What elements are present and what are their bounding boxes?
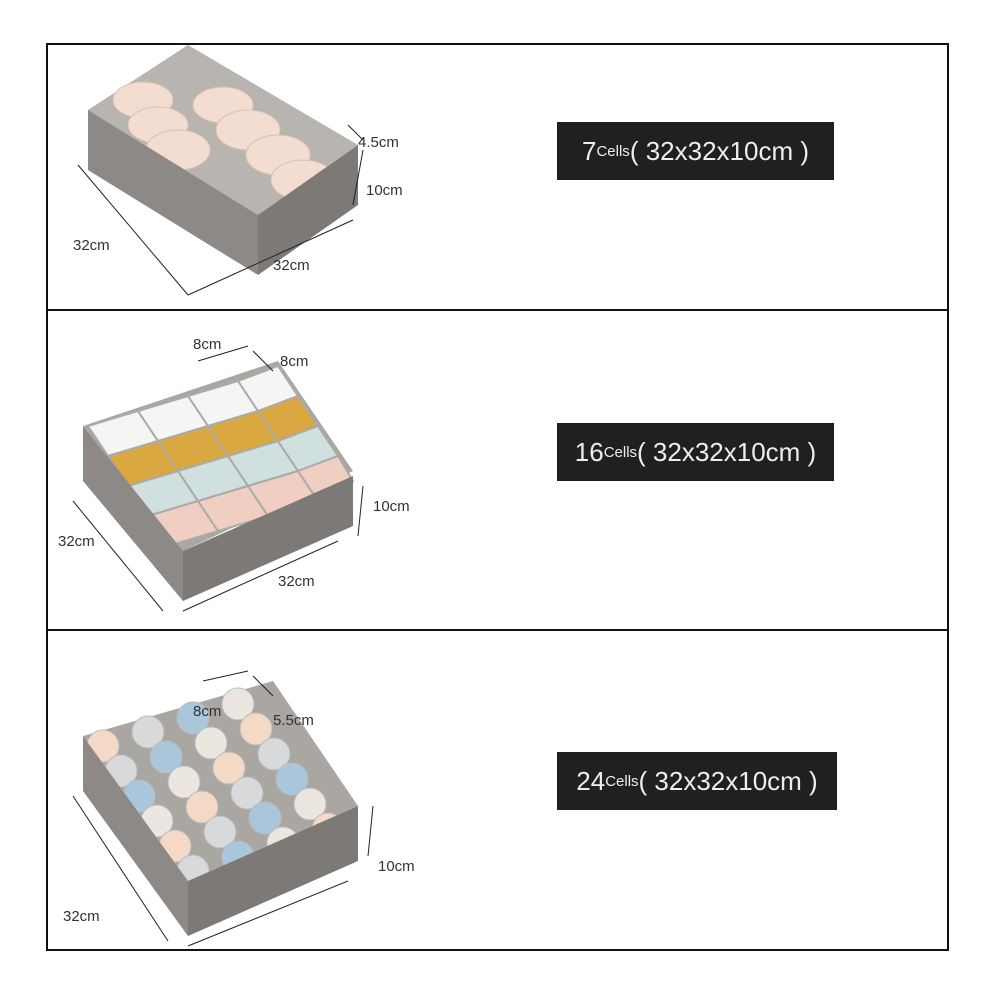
rolled-item	[248, 801, 282, 835]
dim-cell-depth: 8cm	[280, 353, 308, 370]
dim-cell-depth: 5.5cm	[273, 712, 314, 729]
rolled-item	[176, 701, 210, 735]
dim-width: 32cm	[273, 257, 310, 274]
dim-depth: 32cm	[63, 908, 100, 925]
cell-count: 16	[574, 436, 604, 467]
dim-cell: 4.5cm	[358, 134, 399, 151]
rolled-item	[239, 712, 273, 746]
rolled-item	[275, 762, 309, 796]
dim-cell-width: 8cm	[193, 336, 221, 353]
rolled-item	[203, 815, 237, 849]
organizer-16-cells-image: 32cm 32cm 10cm 8cm 8cm	[58, 336, 410, 612]
cell-unit: Cells	[596, 142, 630, 160]
size-text: ( 32x32x10cm )	[637, 436, 817, 467]
rolled-item	[149, 740, 183, 774]
divider	[48, 629, 947, 631]
rolled-items	[86, 687, 345, 888]
divider	[48, 309, 947, 311]
dim-width: 32cm	[293, 948, 330, 951]
rolled-item	[167, 765, 201, 799]
dim-height: 10cm	[378, 858, 415, 875]
dim-height: 10cm	[366, 182, 403, 199]
organizer-7-cells-image: 32cm 32cm 10cm 4.5cm	[73, 45, 403, 296]
rolled-item	[257, 737, 291, 771]
rolled-item	[293, 787, 327, 821]
rolled-item	[221, 687, 255, 721]
dim-height: 10cm	[373, 498, 410, 515]
dim-width: 32cm	[278, 573, 315, 590]
cell-unit: Cells	[605, 772, 639, 790]
rolled-item	[230, 776, 264, 810]
dim-cell-width: 8cm	[193, 703, 221, 720]
dim-depth: 32cm	[73, 237, 110, 254]
dim-depth: 32cm	[58, 533, 95, 550]
rolled-item	[194, 726, 228, 760]
cell-count: 24	[576, 765, 606, 796]
size-text: ( 32x32x10cm )	[638, 765, 818, 796]
rolled-item	[212, 751, 246, 785]
cell-unit: Cells	[603, 443, 638, 461]
size-text: ( 32x32x10cm )	[629, 135, 809, 166]
rolled-item	[185, 790, 219, 824]
cell-count: 7	[582, 135, 597, 166]
rolled-item	[131, 715, 165, 749]
organizer-24-cells-image: 32cm 32cm 10cm 8cm 5.5cm	[63, 670, 415, 951]
